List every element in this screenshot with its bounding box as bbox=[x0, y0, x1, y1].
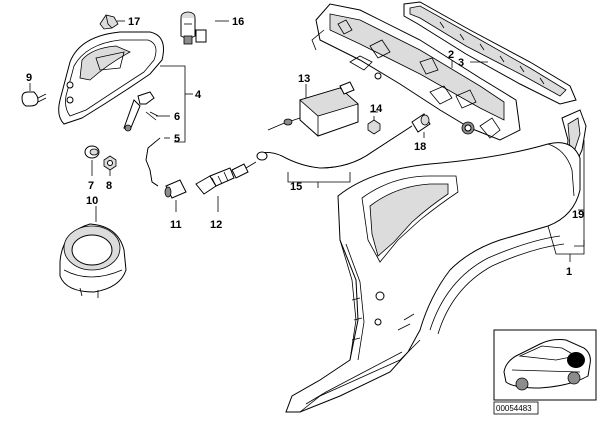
inset-car-thumbnail bbox=[493, 329, 597, 401]
callout-2: 2 bbox=[448, 49, 454, 61]
part-5-rod bbox=[145, 137, 161, 187]
part-14-screw bbox=[367, 111, 381, 135]
callout-13: 13 bbox=[298, 73, 310, 85]
part-18-grommet bbox=[411, 113, 431, 133]
callout-6: 6 bbox=[174, 111, 180, 123]
part-1-side-panel bbox=[285, 142, 581, 413]
callout-3: 3 bbox=[458, 57, 464, 69]
callout-19: 19 bbox=[572, 209, 584, 221]
callout-11: 11 bbox=[170, 219, 182, 231]
part-11-sleeve bbox=[164, 179, 187, 199]
callout-14: 14 bbox=[370, 103, 383, 115]
part-15-bowden-cable bbox=[256, 125, 413, 169]
fuel-filler-flap bbox=[58, 31, 164, 125]
part-9-pin bbox=[21, 91, 47, 107]
reference-number: 00054483 bbox=[496, 404, 532, 413]
part-7-bush bbox=[84, 145, 100, 159]
part-12-cable-end bbox=[195, 161, 257, 195]
callout-17: 17 bbox=[128, 16, 140, 28]
callout-4: 4 bbox=[195, 89, 202, 101]
part-6-hinge bbox=[123, 91, 159, 132]
part-13-actuator bbox=[267, 81, 359, 137]
part-17-clip bbox=[99, 14, 119, 30]
callout-15: 15 bbox=[290, 181, 302, 193]
callout-16: 16 bbox=[232, 16, 244, 28]
part-2-rear-panel bbox=[311, 3, 521, 141]
callout-18: 18 bbox=[414, 141, 426, 153]
reference-box bbox=[493, 401, 539, 415]
callout-12: 12 bbox=[210, 219, 222, 231]
callout-1: 1 bbox=[566, 266, 572, 278]
part-10-fuel-cup bbox=[59, 223, 127, 298]
part-8-nut bbox=[103, 155, 117, 171]
callout-5: 5 bbox=[174, 133, 180, 145]
callout-9: 9 bbox=[26, 72, 32, 84]
callout-7: 7 bbox=[88, 180, 94, 192]
part-3-reinforcement bbox=[403, 1, 577, 105]
callout-8: 8 bbox=[106, 180, 112, 192]
callout-10: 10 bbox=[86, 195, 98, 207]
part-16-connector bbox=[180, 11, 207, 45]
